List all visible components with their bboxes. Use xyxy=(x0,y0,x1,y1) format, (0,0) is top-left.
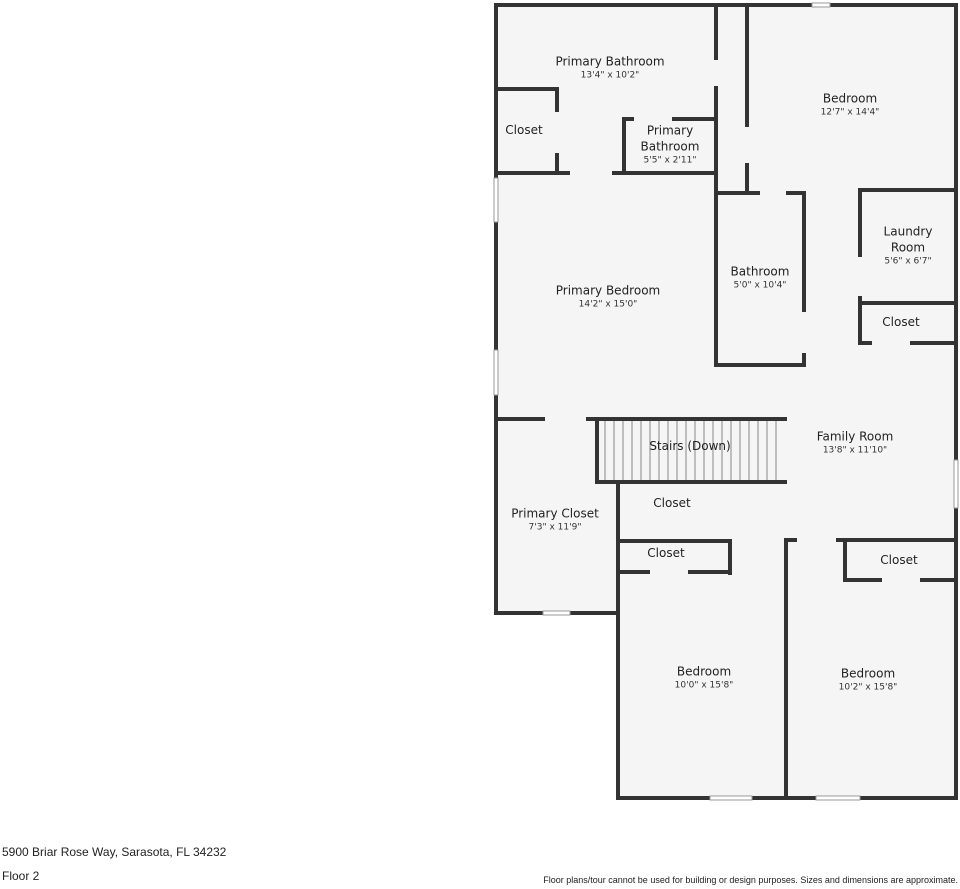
disclaimer: Floor plans/tour cannot be used for buil… xyxy=(543,875,958,885)
room-closet: Closet xyxy=(647,545,684,561)
room-name: Bedroom xyxy=(840,666,896,681)
room-closet: Closet xyxy=(653,495,690,511)
window xyxy=(493,177,499,223)
window xyxy=(709,795,753,801)
walls xyxy=(494,3,958,800)
window xyxy=(493,349,499,396)
room-dims: 13'4" x 10'2" xyxy=(580,70,640,81)
floor-label: Floor 2 xyxy=(2,869,40,883)
room-name: Primary Bathroom xyxy=(640,123,700,154)
room-name: Bedroom xyxy=(676,664,732,679)
stairs xyxy=(604,421,777,480)
room-stairs: Stairs (Down) xyxy=(649,438,730,454)
room-name: Bedroom xyxy=(822,91,878,106)
floor-area xyxy=(496,5,956,798)
room-name: Primary Bathroom xyxy=(555,54,665,69)
room-name: Bathroom xyxy=(730,264,790,279)
room-name: Family Room xyxy=(816,429,894,444)
room-name: Closet xyxy=(653,496,691,510)
room-dims: 5'6" x 6'7" xyxy=(884,256,932,267)
room-closet: Closet xyxy=(882,314,919,330)
room-name: Laundry Room xyxy=(883,224,933,255)
window xyxy=(815,795,861,801)
room-name: Primary Bedroom xyxy=(555,283,661,298)
room-dims: 14'2" x 15'0" xyxy=(578,299,638,310)
windows xyxy=(493,2,959,801)
window xyxy=(811,2,831,8)
room-name: Closet xyxy=(882,315,920,329)
window xyxy=(542,610,571,616)
room-name: Closet xyxy=(880,553,918,567)
room-dims: 12'7" x 14'4" xyxy=(820,107,880,118)
room-dims: 10'2" x 15'8" xyxy=(838,682,898,693)
room-name: Stairs (Down) xyxy=(649,439,731,453)
address: 5900 Briar Rose Way, Sarasota, FL 34232 xyxy=(2,845,227,859)
room-name: Closet xyxy=(505,123,543,137)
room-dims: 5'5" x 2'11" xyxy=(643,155,697,166)
room-name: Closet xyxy=(647,546,685,560)
room-name: Primary Closet xyxy=(511,506,599,521)
window xyxy=(953,459,959,509)
room-dims: 13'8" x 11'10" xyxy=(822,445,888,456)
room-dims: 7'3" x 11'9" xyxy=(528,522,582,533)
room-closet: Closet xyxy=(880,552,917,568)
room-dims: 10'0" x 15'8" xyxy=(674,680,734,691)
room-closet: Closet xyxy=(505,122,542,138)
room-dims: 5'0" x 10'4" xyxy=(733,280,787,291)
